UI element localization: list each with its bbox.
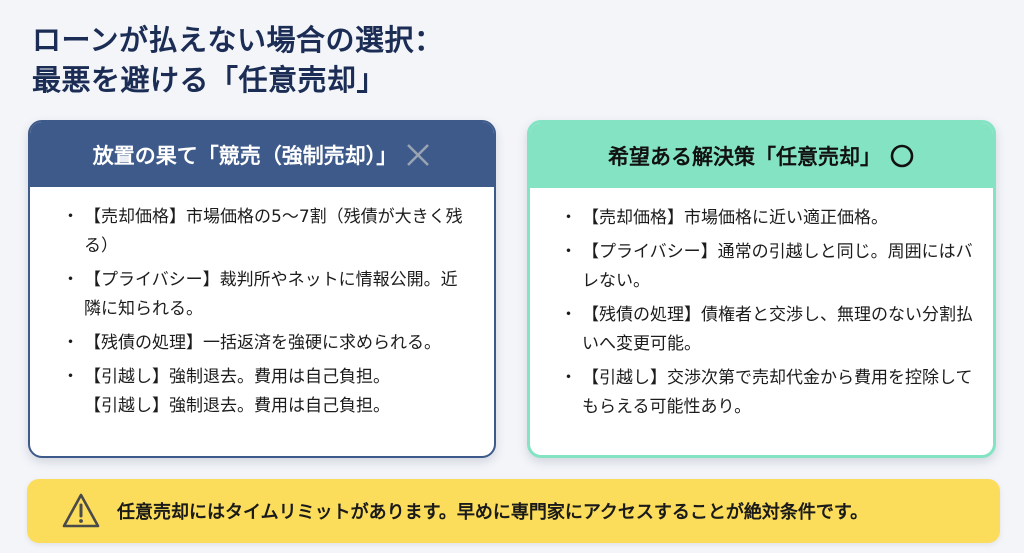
list-item: ・ 【引越し】交渉次第で売却代金から費用を控除してもらえる可能性あり。 bbox=[560, 364, 973, 422]
auction-card-title: 放置の果て「競売（強制売却）」 bbox=[92, 143, 398, 168]
bullet: ・ bbox=[560, 208, 577, 228]
list-item: ・ 【残債の処理】債権者と交渉し、無理のない分割払いへ変更可能。 bbox=[560, 301, 973, 359]
item-text: 【引越し】強制退去。費用は自己負担。 bbox=[84, 396, 390, 416]
title-line-2: 最悪を避ける「任意売却」 bbox=[32, 63, 387, 97]
voluntary-sale-card-header: 希望ある解決策「任意売却」 bbox=[530, 123, 993, 188]
item-text: 【売却価格】市場価格に近い適正価格。 bbox=[582, 208, 888, 228]
item-text: 【売却価格】市場価格の5〜7割（残債が大きく残る） bbox=[84, 207, 463, 256]
auction-card: 放置の果て「競売（強制売却）」 ・ 【売却価格】市場価格の5〜7割（残債が大きく… bbox=[28, 120, 496, 458]
item-text: 【プライバシー】通常の引越しと同じ。周囲にはバレない。 bbox=[582, 242, 973, 291]
bullet: ・ bbox=[560, 242, 577, 262]
list-item: ・ 【売却価格】市場価格の5〜7割（残債が大きく残る） bbox=[62, 203, 474, 261]
item-text: 【引越し】強制退去。費用は自己負担。 bbox=[84, 367, 390, 387]
warning-icon bbox=[62, 493, 100, 528]
auction-card-body: ・ 【売却価格】市場価格の5〜7割（残債が大きく残る） ・ 【プライバシー】裁判… bbox=[30, 187, 494, 421]
bullet: ・ bbox=[560, 368, 577, 388]
list-item: ・ 【引越し】強制退去。費用は自己負担。 bbox=[62, 363, 474, 392]
voluntary-sale-card: 希望ある解決策「任意売却」 ・ 【売却価格】市場価格に近い適正価格。 ・ 【プラ… bbox=[527, 120, 996, 458]
bullet: ・ bbox=[62, 367, 79, 387]
bullet: ・ bbox=[62, 207, 79, 227]
list-item: ・ 【プライバシー】通常の引越しと同じ。周囲にはバレない。 bbox=[560, 238, 973, 296]
list-item: ・ 【残債の処理】一括返済を強硬に求められる。 bbox=[62, 329, 474, 358]
item-text: 【プライバシー】裁判所やネットに情報公開。近隣に知られる。 bbox=[84, 270, 458, 319]
time-limit-banner: 任意売却にはタイムリミットがあります。早めに専門家にアクセスすることが絶対条件で… bbox=[27, 479, 1000, 543]
auction-card-header: 放置の果て「競売（強制売却）」 bbox=[30, 122, 494, 187]
item-text: 【引越し】交渉次第で売却代金から費用を控除してもらえる可能性あり。 bbox=[582, 368, 973, 417]
title-line-1: ローンが払えない場合の選択： bbox=[32, 23, 444, 57]
page-title: ローンが払えない場合の選択： 最悪を避ける「任意売却」 bbox=[32, 20, 444, 100]
item-text: 【残債の処理】債権者と交渉し、無理のない分割払いへ変更可能。 bbox=[582, 305, 973, 354]
bullet: ・ bbox=[560, 305, 577, 325]
banner-text: 任意売却にはタイムリミットがあります。早めに専門家にアクセスすることが絶対条件で… bbox=[117, 502, 869, 523]
voluntary-sale-card-title: 希望ある解決策「任意売却」 bbox=[608, 144, 881, 169]
list-item: 【引越し】強制退去。費用は自己負担。 bbox=[62, 392, 474, 421]
circle-icon bbox=[889, 143, 915, 169]
list-item: ・ 【プライバシー】裁判所やネットに情報公開。近隣に知られる。 bbox=[62, 266, 474, 324]
bullet: ・ bbox=[62, 333, 79, 353]
voluntary-sale-card-body: ・ 【売却価格】市場価格に近い適正価格。 ・ 【プライバシー】通常の引越しと同じ… bbox=[530, 188, 993, 422]
cross-icon bbox=[405, 142, 431, 168]
bullet: ・ bbox=[62, 270, 79, 290]
list-item: ・ 【売却価格】市場価格に近い適正価格。 bbox=[560, 204, 973, 233]
item-text: 【残債の処理】一括返済を強硬に求められる。 bbox=[84, 333, 441, 353]
